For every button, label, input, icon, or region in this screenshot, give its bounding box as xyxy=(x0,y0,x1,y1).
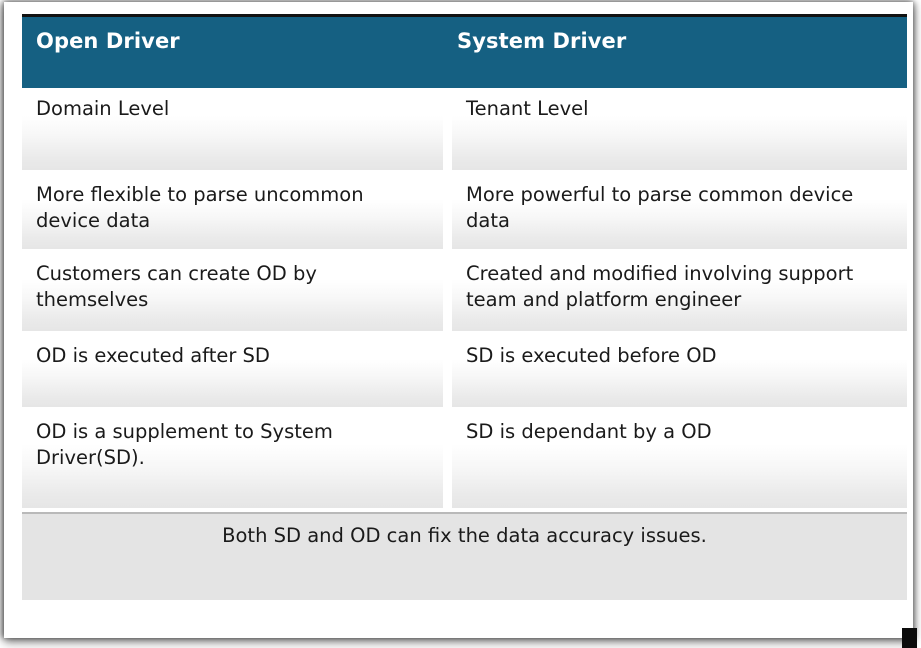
cell-system-driver: More powerful to parse common device dat… xyxy=(452,174,907,249)
corner-marker xyxy=(902,628,917,648)
column-header-open-driver: Open Driver xyxy=(36,29,180,53)
table-row: Domain Level Tenant Level xyxy=(22,88,907,170)
row-divider xyxy=(22,508,907,512)
cell-open-driver: Customers can create OD by themselves xyxy=(22,253,443,331)
row-divider xyxy=(22,407,907,411)
table-footer-row: Both SD and OD can fix the data accuracy… xyxy=(22,512,907,600)
cell-open-driver: OD is executed after SD xyxy=(22,335,443,407)
cell-system-driver: Created and modified involving support t… xyxy=(452,253,907,331)
row-divider xyxy=(22,331,907,335)
table-row: More flexible to parse uncommon device d… xyxy=(22,174,907,249)
cell-open-driver: Domain Level xyxy=(22,88,443,170)
column-header-system-driver: System Driver xyxy=(457,29,627,53)
cell-system-driver: SD is executed before OD xyxy=(452,335,907,407)
cell-system-driver: SD is dependant by a OD xyxy=(452,411,907,508)
table-row: OD is executed after SD SD is executed b… xyxy=(22,335,907,407)
cell-system-driver: Tenant Level xyxy=(452,88,907,170)
table-row: Customers can create OD by themselves Cr… xyxy=(22,253,907,331)
cell-open-driver: OD is a supplement to System Driver(SD). xyxy=(22,411,443,508)
cell-open-driver: More flexible to parse uncommon device d… xyxy=(22,174,443,249)
table-row: OD is a supplement to System Driver(SD).… xyxy=(22,411,907,508)
comparison-table: Open Driver System Driver Domain Level T… xyxy=(22,14,907,628)
row-divider xyxy=(22,170,907,174)
table-header-row: Open Driver System Driver xyxy=(22,14,907,88)
row-divider xyxy=(22,249,907,253)
table-frame: Open Driver System Driver Domain Level T… xyxy=(4,2,913,638)
